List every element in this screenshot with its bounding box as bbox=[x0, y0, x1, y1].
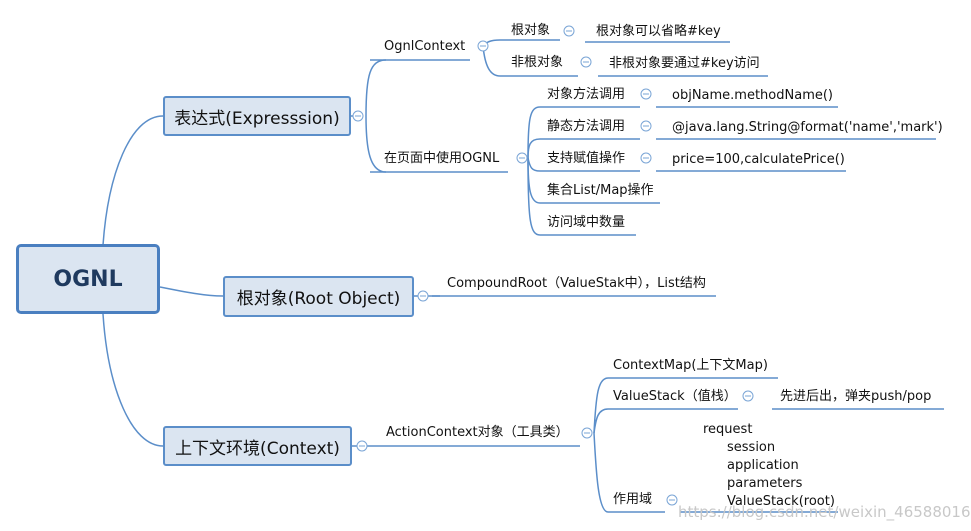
node-value-stack[interactable]: ValueStack（值栈） bbox=[613, 389, 737, 404]
toggle-inpage bbox=[516, 152, 528, 164]
connector-expression-ognlcontext bbox=[365, 59, 387, 117]
toggle-static-method bbox=[640, 120, 652, 132]
toggle-nonroot-obj bbox=[580, 56, 592, 68]
connector-expression-inpage bbox=[365, 115, 387, 173]
node-expression[interactable]: 表达式(Expresssion) bbox=[163, 96, 351, 136]
toggle-context bbox=[356, 440, 368, 452]
node-scope-access[interactable]: 访问域中数量 bbox=[547, 215, 626, 230]
node-static-method[interactable]: 静态方法调用 bbox=[547, 119, 626, 134]
node-collection[interactable]: 集合List/Map操作 bbox=[547, 183, 654, 198]
watermark: https://blog.csdn.net/weixin_46588016 bbox=[678, 503, 971, 521]
root-node-ognl[interactable]: OGNL bbox=[16, 244, 160, 314]
node-obj-method[interactable]: 对象方法调用 bbox=[547, 87, 626, 102]
scope-detail[interactable]: request session application parameters V… bbox=[703, 421, 835, 511]
scope-detail-line: application bbox=[727, 458, 799, 473]
toggle-valuestack bbox=[742, 390, 754, 402]
detail-nonroot-obj[interactable]: 非根对象要通过#key访问 bbox=[609, 56, 760, 71]
detail-obj-method[interactable]: objName.methodName() bbox=[672, 88, 834, 103]
toggle-assign bbox=[640, 152, 652, 164]
detail-root-obj[interactable]: 根对象可以省略#key bbox=[596, 24, 721, 39]
toggle-root-obj bbox=[563, 25, 575, 37]
node-ognlcontext[interactable]: OgnlContext bbox=[384, 39, 466, 54]
scope-detail-line: request bbox=[703, 422, 753, 437]
toggle-actioncontext bbox=[581, 427, 593, 439]
node-assign[interactable]: 支持赋值操作 bbox=[547, 151, 626, 166]
scope-detail-line: ValueStack(root) bbox=[727, 494, 835, 509]
node-scope[interactable]: 作用域 bbox=[613, 492, 653, 507]
toggle-ognlcontext bbox=[477, 40, 489, 52]
node-in-page[interactable]: 在页面中使用OGNL bbox=[384, 151, 500, 166]
connector-root-context bbox=[102, 313, 164, 447]
detail-static-method[interactable]: @java.lang.String@format('name','mark') bbox=[672, 120, 943, 135]
node-context[interactable]: 上下文环境(Context) bbox=[163, 426, 352, 466]
toggle-expression bbox=[352, 110, 364, 122]
node-compound-root[interactable]: CompoundRoot（ValueStak中），List结构 bbox=[447, 276, 706, 291]
detail-assign[interactable]: price=100,calculatePrice() bbox=[672, 152, 845, 167]
detail-value-stack[interactable]: 先进后出，弹夹push/pop bbox=[780, 389, 932, 404]
toggle-rootobject bbox=[417, 290, 429, 302]
toggle-obj-method bbox=[640, 88, 652, 100]
collapse-toggles bbox=[352, 25, 754, 506]
connector-root-expression bbox=[102, 115, 164, 246]
connector-root-rootobject bbox=[159, 286, 224, 297]
node-action-context[interactable]: ActionContext对象（工具类） bbox=[386, 425, 569, 440]
node-root-object[interactable]: 根对象(Root Object) bbox=[223, 276, 414, 317]
scope-detail-line: parameters bbox=[727, 476, 803, 491]
toggle-scope bbox=[666, 494, 678, 506]
node-root-obj[interactable]: 根对象 bbox=[511, 23, 551, 38]
scope-detail-line: session bbox=[727, 440, 776, 455]
node-nonroot-obj[interactable]: 非根对象 bbox=[511, 55, 564, 70]
node-context-map[interactable]: ContextMap(上下文Map) bbox=[613, 358, 768, 373]
